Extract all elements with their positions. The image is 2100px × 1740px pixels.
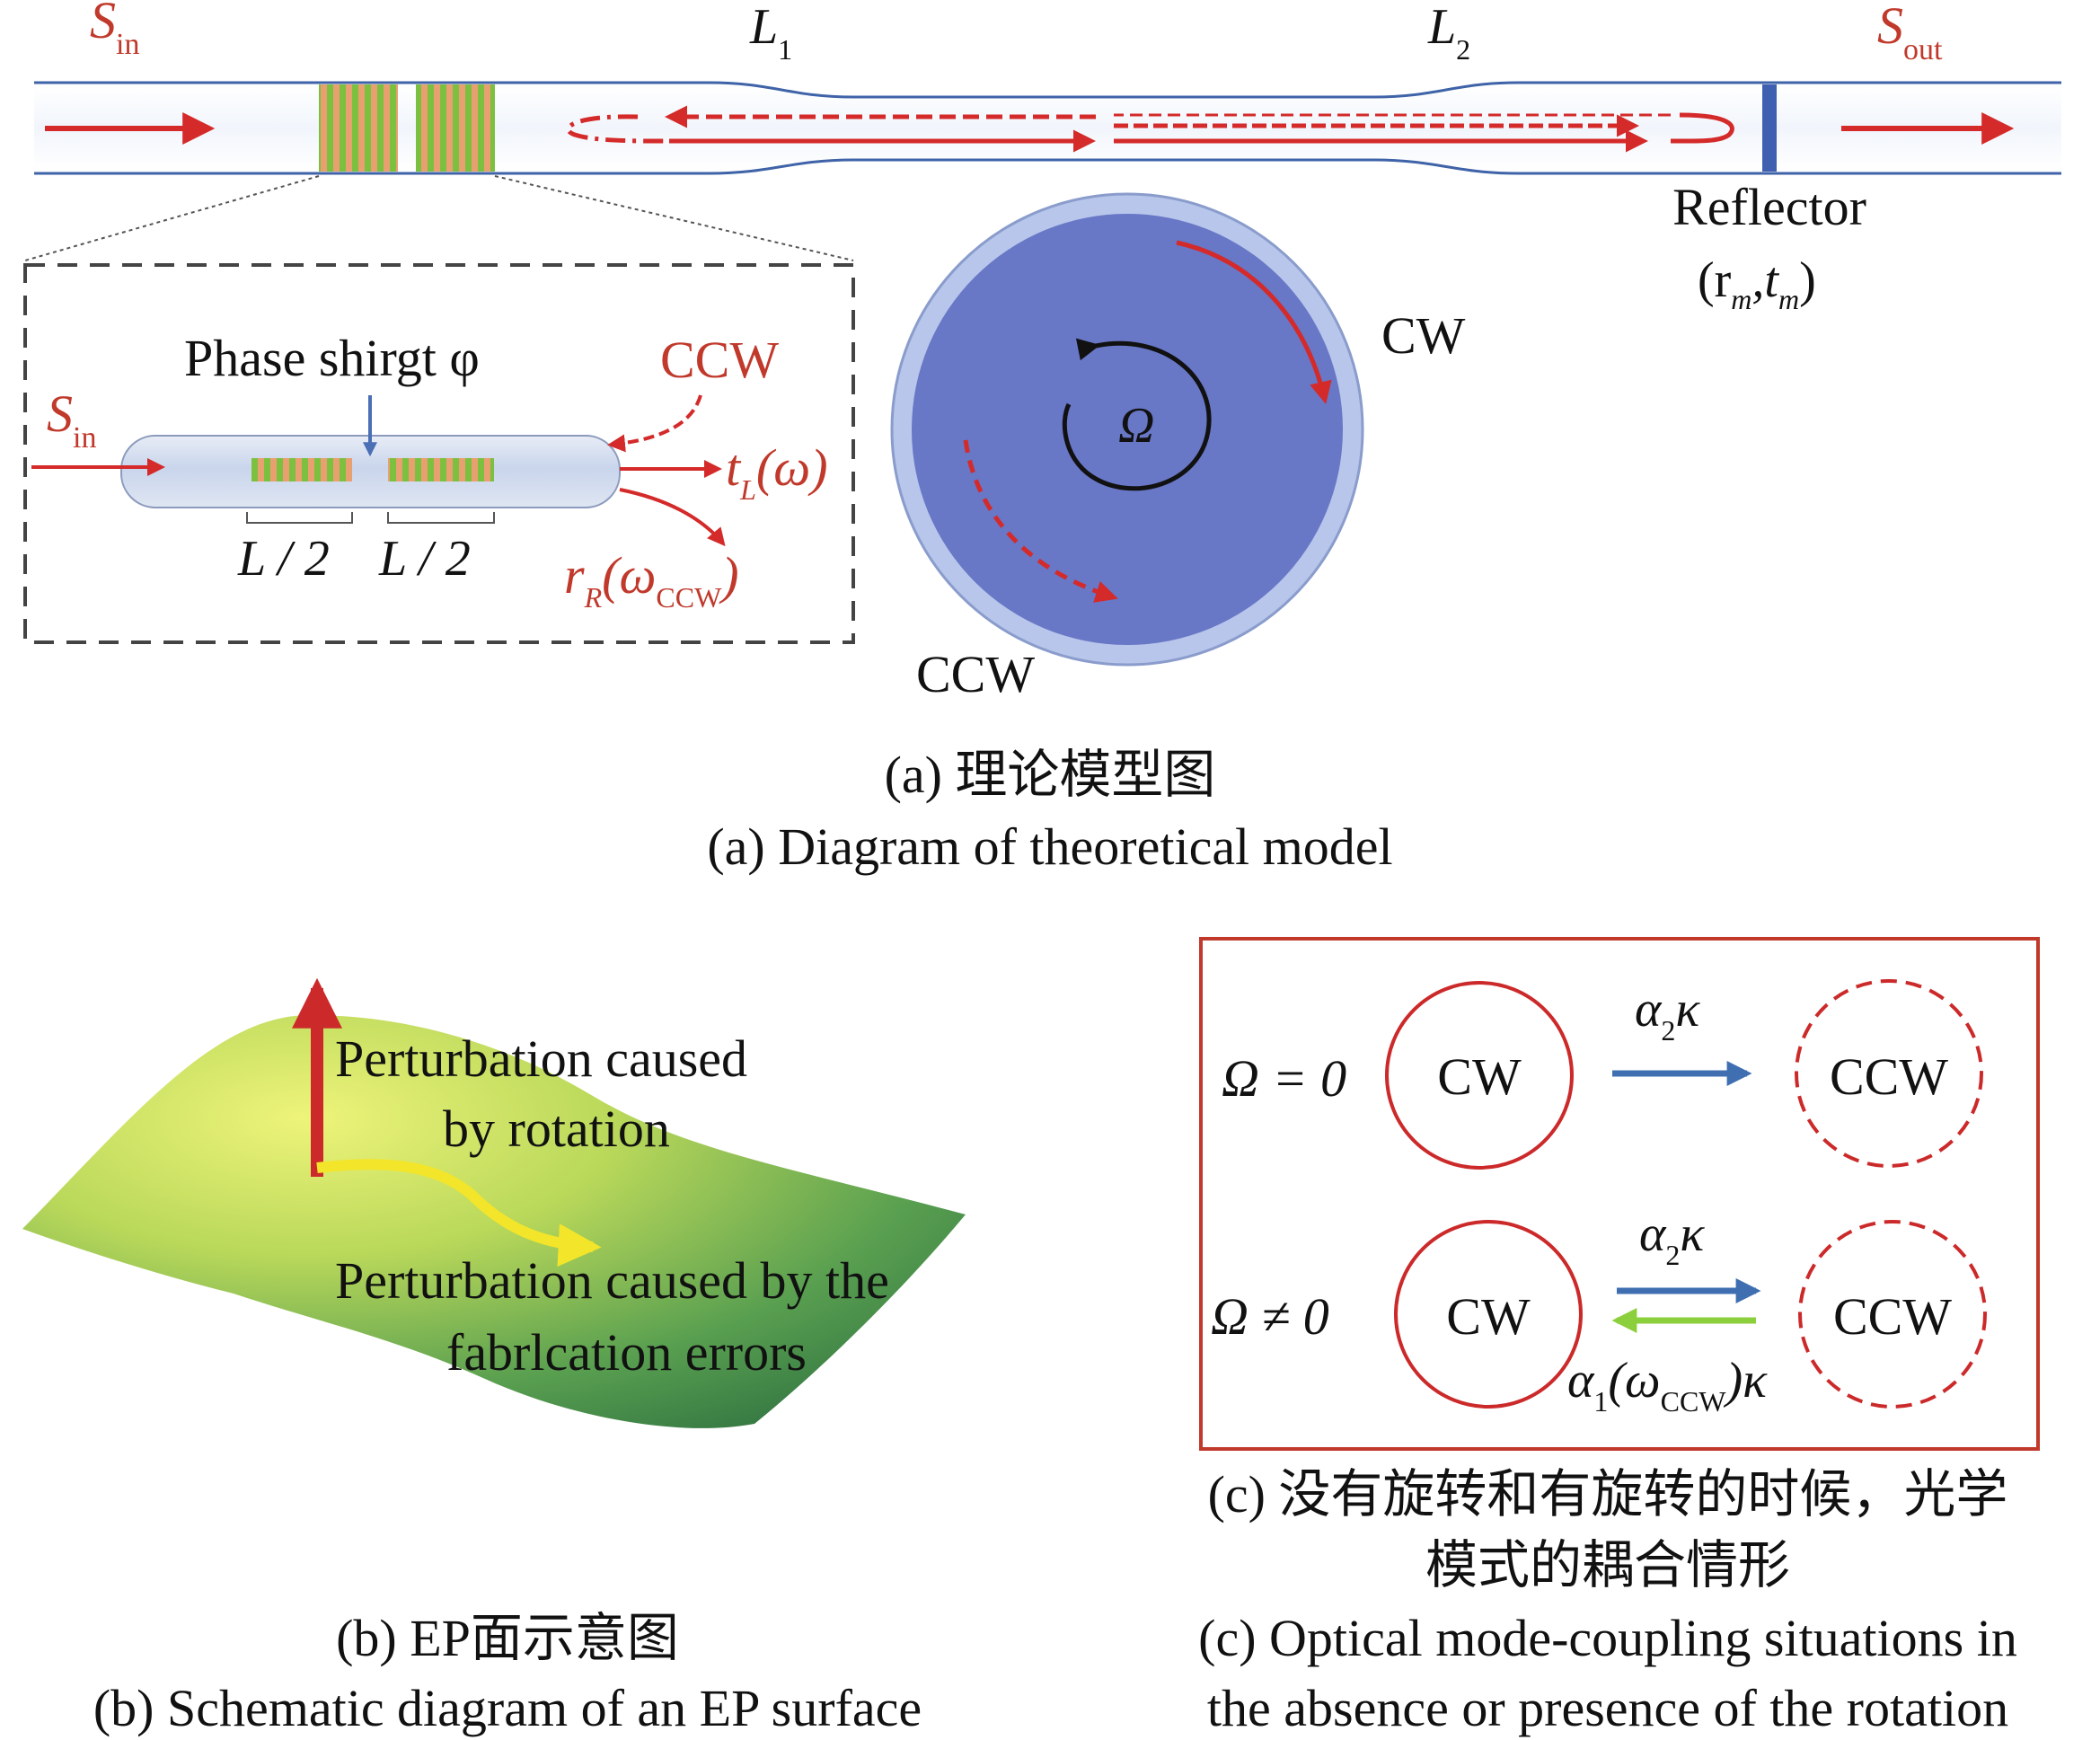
- half-length-left: L / 2: [237, 531, 330, 587]
- zoom-line-left: [24, 175, 320, 261]
- panel-c-frame: [1199, 937, 2040, 1451]
- inset-t-label: tL(ω): [726, 438, 828, 506]
- row1-coupling-label: α2κ: [1635, 982, 1700, 1047]
- inset-ccw-arrow: [607, 394, 702, 453]
- fabrication-perturbation-arrow: [316, 1159, 602, 1267]
- ep-surface: [22, 1015, 966, 1428]
- row2-back-label: α1(ωCCW)κ: [1567, 1353, 1768, 1418]
- row2-cw-label: CW: [1446, 1287, 1531, 1346]
- caption-b-en: (b) Schematic diagram of an EP surface: [93, 1679, 922, 1737]
- waveguide-top-edge: [34, 81, 2061, 99]
- row1-ccw-label: CCW: [1830, 1047, 1948, 1106]
- ccw-label: CCW: [916, 645, 1035, 703]
- rotation-arrow: [1062, 338, 1212, 491]
- reflector-label: Reflector: [1672, 178, 1866, 236]
- left-loop-dashdot: [566, 114, 684, 144]
- row1-ccw-circle: [1795, 979, 1983, 1168]
- right-loop: [1670, 112, 1734, 144]
- bracket-left: [246, 512, 353, 524]
- waveguide-bottom-edge: [34, 158, 2061, 175]
- rotation-label-line2: by rotation: [443, 1100, 670, 1158]
- row1-cw-circle: [1385, 981, 1574, 1170]
- panel-a: Sin L1 L2 Sout Reflector (rm,tm) Phase s…: [23, 0, 2061, 876]
- zoom-line-right: [494, 175, 854, 261]
- half-length-right: L / 2: [378, 531, 471, 587]
- reflector-bar: [1762, 84, 1777, 172]
- inset-r-label: rR(ωCCW): [564, 546, 739, 614]
- caption-c-cn-line2: 模式的耦合情形: [1425, 1536, 1790, 1594]
- grating-left: [319, 84, 398, 172]
- resonator-disk: [912, 214, 1343, 645]
- ccw-arc-arrow: [963, 439, 1118, 603]
- reflector-params: (rm,tm): [1698, 252, 1816, 315]
- row1-cw-label: CW: [1437, 1047, 1522, 1106]
- caption-a-cn: (a) 理论模型图: [885, 746, 1216, 804]
- row1-condition: Ω = 0: [1222, 1049, 1346, 1108]
- phase-shift-label: Phase shirgt φ: [184, 329, 480, 387]
- inset-s-in-label: Sin: [47, 384, 96, 455]
- waveguide-core: [34, 84, 2061, 172]
- rotation-label-line1: Perturbation caused: [335, 1029, 747, 1088]
- row2-coupling-label: α2κ: [1639, 1206, 1705, 1271]
- fabrication-label-line2: fabrlcation errors: [446, 1323, 807, 1382]
- fabrication-label-line1: Perturbation caused by the: [335, 1251, 889, 1310]
- panel-c: Ω = 0 CW CCW α2κ Ω ≠ 0 CW CCW α2κ α1(ωCC…: [1198, 937, 2040, 1737]
- l1-label: L1: [749, 0, 792, 66]
- caption-c-en-line1: (c) Optical mode-coupling situations in: [1198, 1609, 2017, 1667]
- s-out-label: Sout: [1877, 0, 1943, 66]
- inset-ccw-label: CCW: [660, 331, 779, 389]
- l2-label: L2: [1427, 0, 1470, 66]
- caption-c-en-line2: the absence or presence of the rotation: [1207, 1679, 2008, 1737]
- row2-ccw-label: CCW: [1833, 1287, 1952, 1346]
- row2-cw-circle: [1394, 1220, 1583, 1409]
- row2-condition: Ω ≠ 0: [1211, 1287, 1329, 1346]
- inset-reflect-arrow: [619, 488, 726, 547]
- inset-grating-right: [388, 458, 494, 481]
- s-in-label: Sin: [90, 0, 139, 61]
- inset-grating-left: [251, 458, 352, 481]
- row2-ccw-circle: [1798, 1220, 1987, 1409]
- grating-right: [416, 84, 495, 172]
- caption-c-cn-line1: (c) 没有旋转和有旋转的时候，光学: [1208, 1465, 2008, 1524]
- cw-label: CW: [1381, 306, 1466, 365]
- panel-b: Perturbation caused by rotation Perturba…: [22, 977, 966, 1737]
- omega-label: Ω: [1118, 398, 1155, 454]
- cw-arc-arrow: [1176, 240, 1332, 404]
- bracket-right: [387, 512, 495, 524]
- caption-b-cn: (b) EP面示意图: [336, 1609, 679, 1667]
- caption-a-en: (a) Diagram of theoretical model: [707, 817, 1392, 876]
- inset-box: [23, 263, 855, 644]
